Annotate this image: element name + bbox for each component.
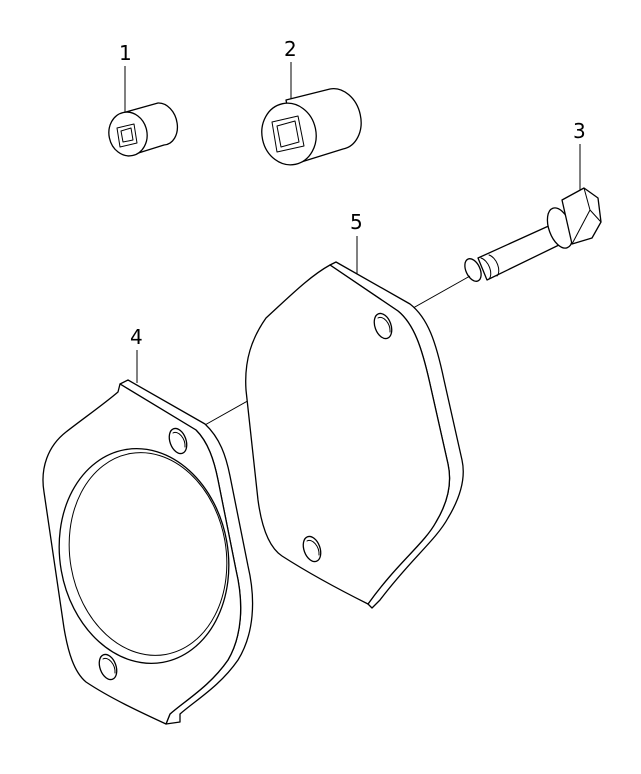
part-3-thread-ring-2: [480, 257, 492, 280]
part-2-label: 2: [284, 37, 297, 61]
part-4-label: 4: [130, 325, 143, 349]
part-5-label: 5: [350, 210, 363, 234]
part-4-bolt-hole-lower: [98, 653, 118, 681]
part-5-bolt-hole-upper: [373, 312, 393, 340]
part-1-label: 1: [119, 41, 132, 65]
part-5-bolt-hole-lower-wall: [306, 539, 320, 556]
part-3-hex-head-edges: [571, 187, 602, 245]
part-5-blank-gasket: 5: [245, 210, 464, 609]
part-1-small-socket: 1: [108, 41, 179, 157]
part-3-flange-bolt: 3: [464, 119, 602, 282]
part-2-front-face: [261, 102, 317, 166]
part-4-ring-gasket: 4: [42, 325, 254, 725]
part-3-thread-tip: [464, 258, 482, 282]
part-4-bolt-hole-upper: [168, 427, 188, 455]
part-2-square-drive: [271, 115, 305, 153]
part-4-central-opening: [58, 447, 230, 665]
part-1-square-drive-inner: [120, 127, 134, 143]
part-2-large-socket: 2: [261, 37, 362, 166]
part-4-central-opening-inner-wall: [68, 452, 228, 656]
part-1-front-face: [108, 111, 148, 157]
part-3-thread-ring-1: [488, 254, 500, 277]
part-4-bolt-hole-upper-wall: [172, 431, 186, 448]
part-1-square-drive: [116, 123, 138, 148]
part-3-label: 3: [573, 119, 586, 143]
part-5-bolt-hole-lower: [302, 535, 322, 563]
part-2-square-drive-inner: [276, 120, 300, 148]
part-5-bolt-hole-upper-wall: [377, 316, 391, 333]
part-5-plate-face: [245, 264, 451, 605]
part-4-bolt-hole-lower-wall: [102, 657, 116, 674]
